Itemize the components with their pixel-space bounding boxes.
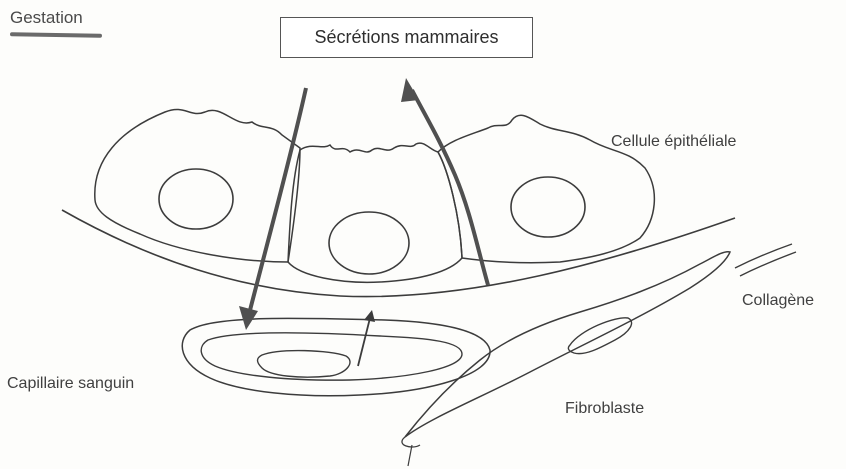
capillary-outer [182, 318, 490, 395]
epithelial-cell-label: Cellule épithéliale [611, 134, 736, 150]
arrow-down-shaft [248, 88, 306, 318]
section-title: Gestation [10, 9, 83, 26]
fibroblast-label: Fibroblaste [565, 401, 644, 417]
nucleus-left [159, 169, 233, 229]
fibroblast-tail [402, 437, 420, 447]
collagen-label: Collagène [742, 293, 814, 309]
arrow-small-shaft [358, 318, 370, 366]
arrow-down-head [239, 306, 258, 330]
capillary-label: Capillaire sanguin [7, 376, 134, 392]
arrow-up-head [401, 78, 419, 102]
secretions-label-box: Sécrétions mammaires [280, 17, 533, 58]
nucleus-right [511, 177, 585, 237]
capillary-inner [201, 333, 462, 380]
arrow-small-head [364, 310, 375, 322]
nucleus-middle [329, 212, 409, 274]
collagen-fiber-2 [740, 252, 796, 276]
fibroblast-tail-2 [408, 445, 412, 466]
red-blood-cell [258, 351, 351, 378]
arrow-up-shaft [412, 90, 488, 285]
secretions-label: Sécrétions mammaires [314, 27, 498, 48]
